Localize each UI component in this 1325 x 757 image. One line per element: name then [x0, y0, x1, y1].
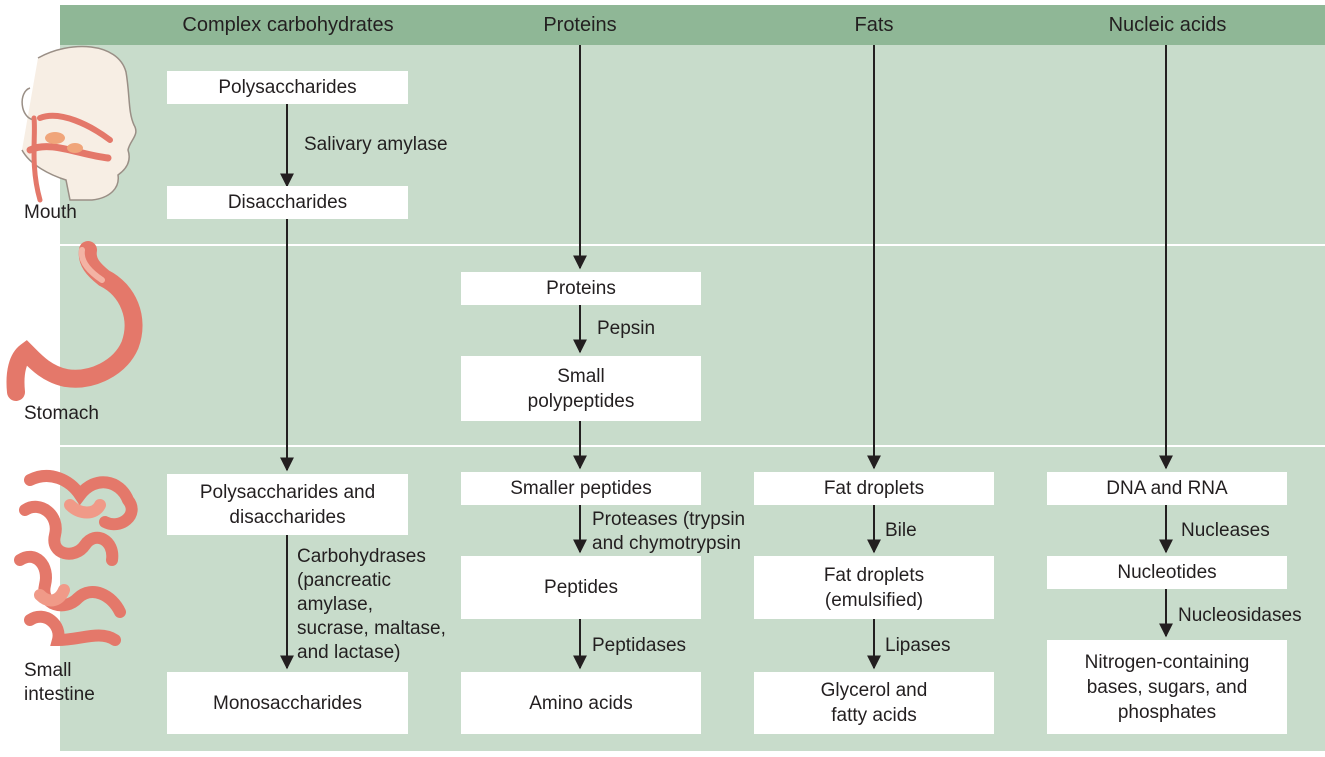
label-pepsin: Pepsin [597, 318, 656, 339]
box-smaller-peptides: Smaller peptides [461, 472, 701, 505]
box-dna-and-rna: DNA and RNA [1047, 472, 1287, 505]
box-monosaccharides: Monosaccharides [167, 672, 408, 734]
stomach-intestine-divider [60, 445, 1325, 447]
box-peptides: Peptides [461, 556, 701, 619]
header-band [60, 5, 1325, 45]
box-fat-droplets: Fat droplets [754, 472, 994, 505]
box-polysaccharides-and-disaccharides: Polysaccharides and disaccharides [167, 474, 408, 535]
stomach-icon [6, 241, 143, 401]
head-icon [21, 45, 137, 203]
box-nucleotides: Nucleotides [1047, 556, 1287, 589]
column-header-carbohydrates: Complex carbohydrates [182, 14, 394, 36]
box-glycerol-and-fatty-acids: Glycerol and fatty acids [754, 672, 994, 734]
box-amino-acids: Amino acids [461, 672, 701, 734]
box-fat-droplets-emulsified: Fat droplets (emulsified) [754, 556, 994, 619]
mouth-stomach-divider [60, 244, 1325, 246]
small-intestine-icon [14, 470, 138, 647]
label-nucleosidases: Nucleosidases [1178, 605, 1302, 626]
organ-label-mouth: Mouth [24, 202, 77, 223]
organ-label-stomach: Stomach [24, 403, 99, 424]
label-nucleases: Nucleases [1181, 520, 1270, 541]
box-nitrogen-bases: Nitrogen-containing bases, sugars, and p… [1047, 640, 1287, 734]
column-header-nucleic-acids: Nucleic acids [1108, 14, 1227, 36]
organ-label-small-intestine: Small intestine [24, 660, 95, 705]
box-stomach-proteins: Proteins [461, 272, 701, 305]
label-salivary-amylase: Salivary amylase [304, 134, 448, 155]
label-carbohydrases: Carbohydrases (pancreatic amylase, sucra… [297, 546, 446, 663]
box-polysaccharides: Polysaccharides [167, 71, 408, 104]
label-peptidases: Peptidases [592, 635, 687, 656]
box-small-polypeptides: Small polypeptides [461, 356, 701, 421]
label-lipases: Lipases [885, 635, 951, 656]
label-proteases: Proteases (trypsin and chymotrypsin [592, 509, 746, 554]
column-header-fats: Fats [854, 14, 894, 36]
box-disaccharides: Disaccharides [167, 186, 408, 219]
column-header-proteins: Proteins [543, 14, 617, 36]
label-bile: Bile [885, 520, 917, 541]
